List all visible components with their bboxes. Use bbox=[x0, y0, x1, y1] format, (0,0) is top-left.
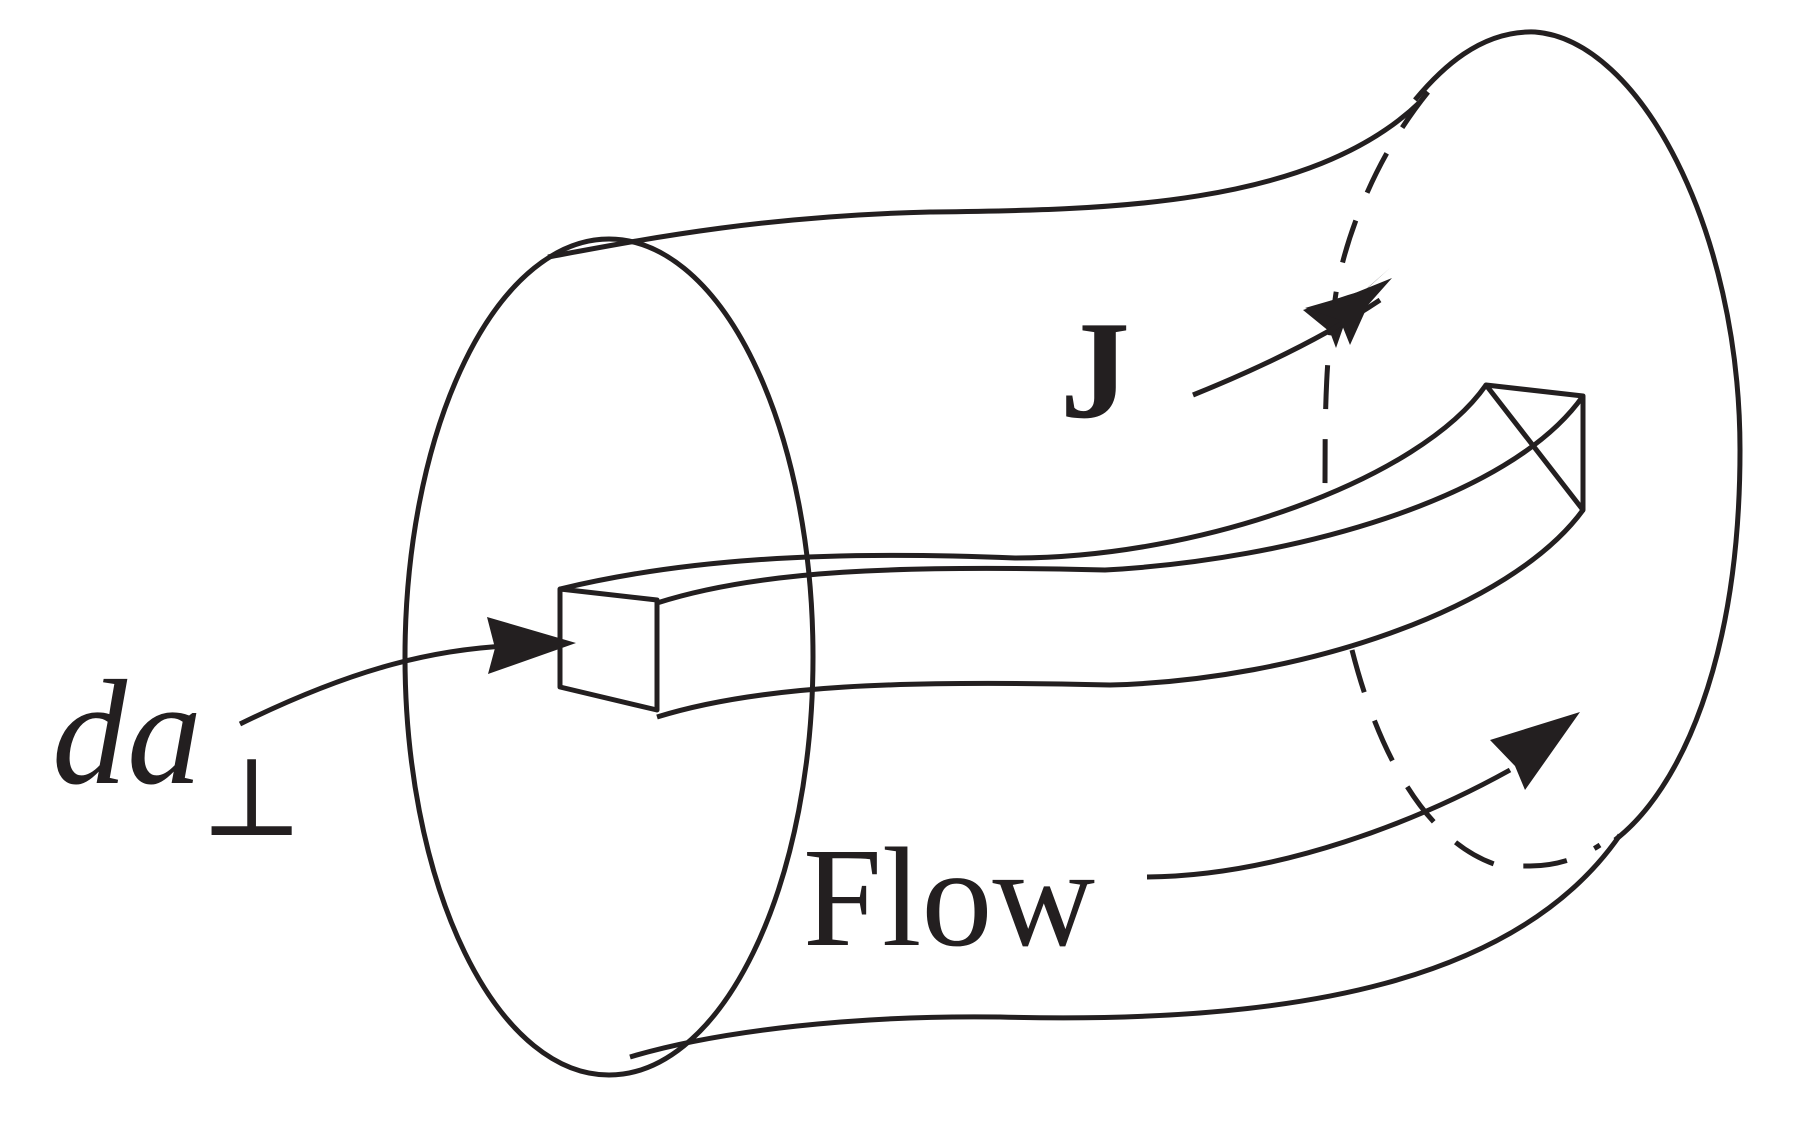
tube-end-cap bbox=[1413, 29, 1743, 842]
flow-leader-arrowhead bbox=[1490, 712, 1580, 790]
flow-indicator: Flow bbox=[803, 712, 1580, 976]
flux-element-top-edge-back bbox=[656, 394, 1586, 606]
flux-element-front-face bbox=[557, 586, 660, 713]
area-subscript: ⊥ bbox=[200, 737, 303, 859]
current-indicator: J bbox=[1060, 278, 1392, 448]
tube-top-edge bbox=[547, 100, 1422, 260]
current-leader-arrowhead bbox=[1305, 278, 1392, 345]
area-element-indicator: da ⊥ bbox=[52, 617, 576, 859]
area-label: da bbox=[52, 650, 202, 816]
tube-cross-section-ellipse bbox=[402, 236, 816, 1078]
current-loop-lower-dashed bbox=[1349, 649, 1602, 869]
current-loop bbox=[1303, 90, 1602, 869]
tube-bottom-edge bbox=[629, 833, 1623, 1060]
flux-element-far-face bbox=[1483, 382, 1586, 513]
flux-element-bottom-edge bbox=[656, 508, 1586, 720]
area-leader-arrowhead bbox=[487, 617, 576, 674]
flux-element bbox=[557, 382, 1586, 720]
flux-element-top-face bbox=[559, 383, 1489, 592]
flow-leader-line bbox=[1146, 767, 1512, 880]
flow-tube bbox=[402, 29, 1743, 1078]
current-label: J bbox=[1060, 293, 1130, 448]
flow-label: Flow bbox=[803, 818, 1095, 976]
